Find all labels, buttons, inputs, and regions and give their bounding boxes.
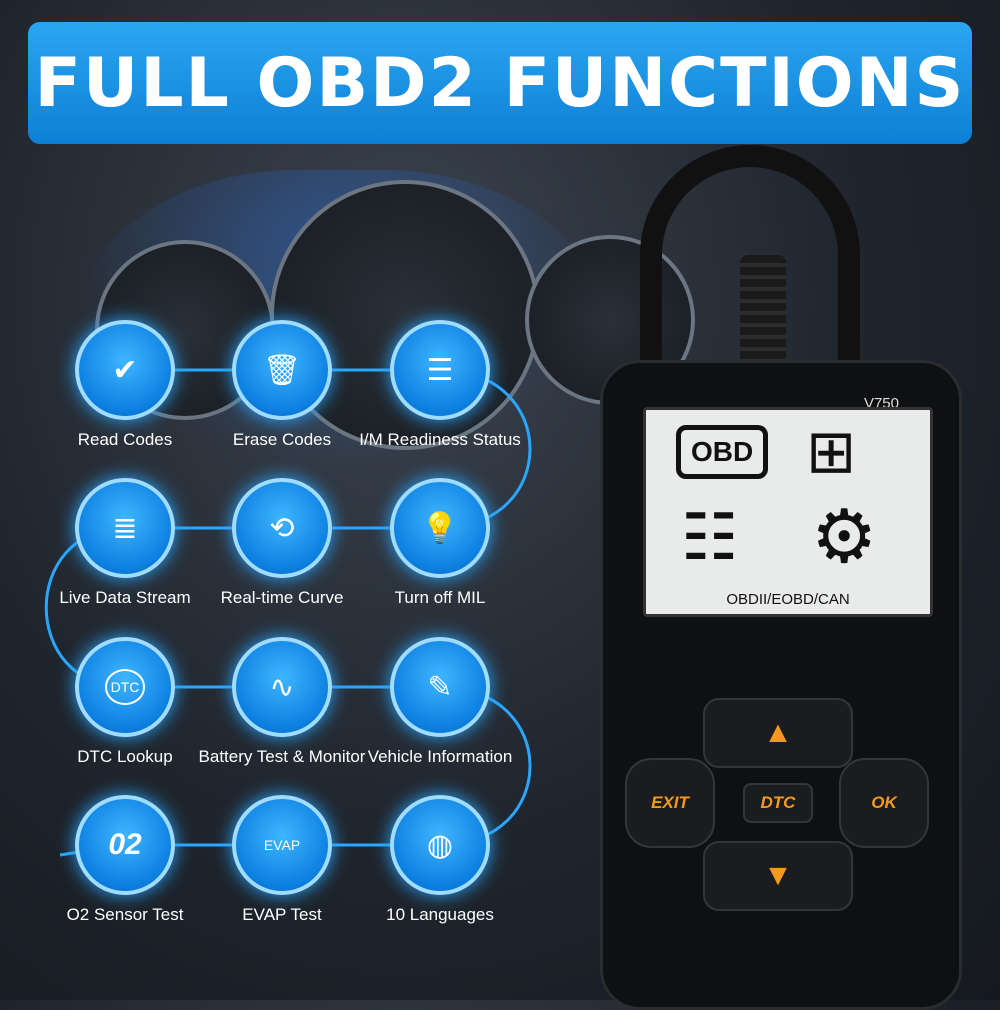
function-label: Vehicle Information: [367, 747, 513, 766]
function-label: I/M Readiness Status: [359, 430, 521, 449]
cable-strain-relief: [740, 255, 786, 365]
ok-button[interactable]: OK: [839, 758, 929, 848]
car-trash-icon: 🗑: [262, 353, 302, 387]
function-evap-car: EVAP: [232, 795, 332, 895]
protocol-label: OBDII/EOBD/CAN: [726, 591, 850, 608]
lightbulb-icon: 💡: [421, 511, 459, 545]
function-label: Battery Test & Monitor: [198, 747, 366, 766]
dtc-label: DTC: [760, 793, 796, 812]
waveform-icon: ∿: [269, 670, 295, 704]
o2-icon: 02: [108, 828, 142, 861]
up-arrow-icon: ▲: [763, 716, 793, 749]
exit-button[interactable]: EXIT: [625, 758, 715, 848]
function-label: O2 Sensor Test: [66, 905, 184, 924]
function-document: ✎: [390, 637, 490, 737]
function-label: Turn off MIL: [394, 588, 486, 607]
function-car-list: ☰: [390, 320, 490, 420]
list-search-icon: ☷: [681, 501, 739, 573]
title-banner: FULL OBD2 FUNCTIONS: [28, 22, 972, 144]
function-label: Real-time Curve: [220, 588, 344, 607]
function-lightbulb: 💡: [390, 478, 490, 578]
battery-icon: ⊞: [806, 418, 857, 485]
function-data-stream: ≣: [75, 478, 175, 578]
function-label: 10 Languages: [386, 905, 494, 924]
function-label: Live Data Stream: [59, 588, 191, 607]
function-share-nodes: ⟲: [232, 478, 332, 578]
function-waveform: ∿: [232, 637, 332, 737]
down-arrow-icon: ▼: [763, 859, 793, 892]
function-label: DTC Lookup: [77, 747, 173, 766]
exit-label: EXIT: [651, 793, 689, 812]
down-button[interactable]: ▼: [703, 841, 853, 911]
function-car-trash: 🗑: [232, 320, 332, 420]
evap-car-icon: EVAP: [263, 837, 301, 853]
function-label: Erase Codes: [232, 430, 332, 449]
car-check-icon: ✔: [112, 353, 138, 387]
function-label: Read Codes: [77, 430, 173, 449]
obd-scanner-device: V750 OBD ⊞ ☷ ⚙ OBDII/EOBD/CAN ▲ EXIT DTC…: [600, 360, 962, 1010]
data-stream-icon: ≣: [112, 511, 138, 545]
function-label: EVAP Test: [242, 905, 322, 924]
page-title: FULL OBD2 FUNCTIONS: [34, 43, 966, 123]
dtc-search-icon: DTC: [104, 669, 146, 705]
function-car-check: ✔: [75, 320, 175, 420]
document-icon: ✎: [427, 670, 453, 704]
engine-obd-icon: OBD: [676, 425, 769, 479]
share-nodes-icon: ⟲: [269, 511, 295, 545]
function-dtc-search: DTC: [75, 637, 175, 737]
device-screen: OBD ⊞ ☷ ⚙ OBDII/EOBD/CAN: [643, 407, 933, 617]
dtc-button[interactable]: DTC: [743, 783, 813, 823]
settings-gear-icon: ⚙: [811, 495, 878, 578]
globe-icon: ◍: [426, 828, 454, 862]
up-button[interactable]: ▲: [703, 698, 853, 768]
function-globe: ◍: [390, 795, 490, 895]
ok-label: OK: [871, 793, 897, 812]
function-o2: 02: [75, 795, 175, 895]
car-list-icon: ☰: [426, 353, 454, 387]
